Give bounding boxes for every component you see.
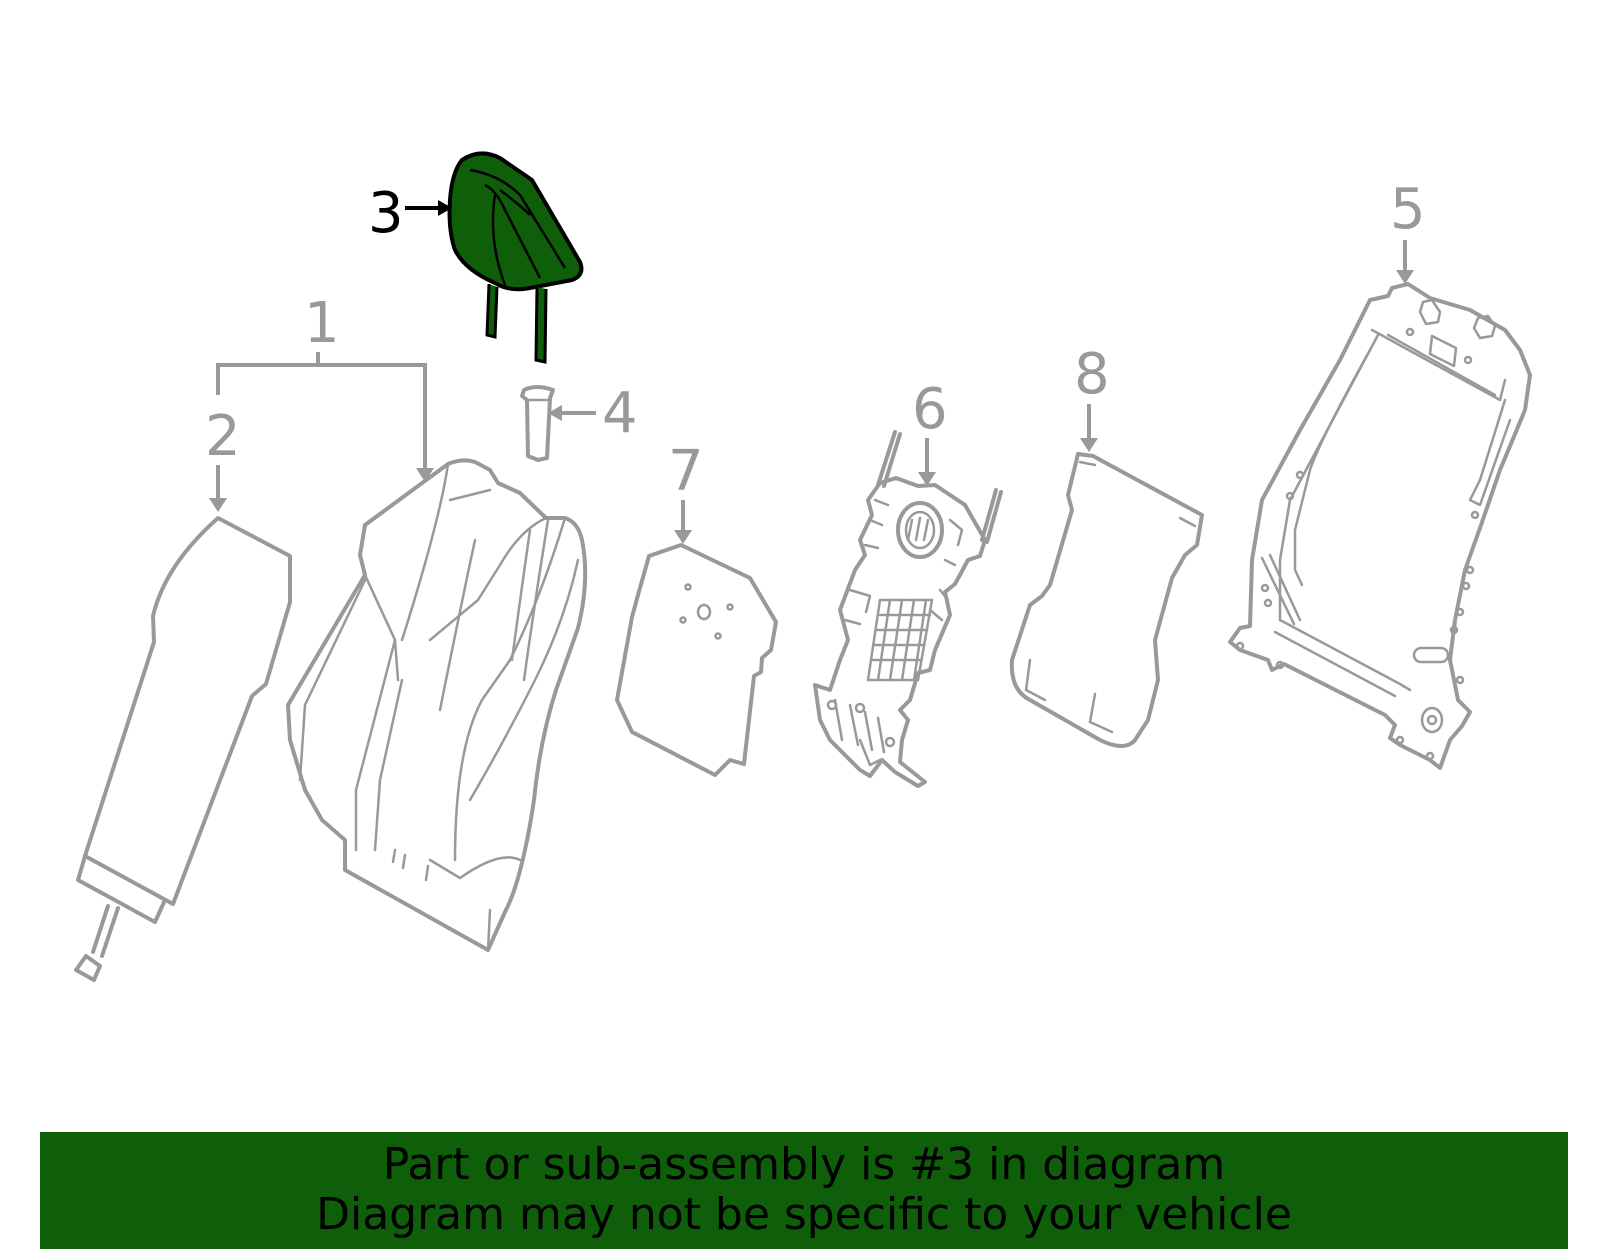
callout-4: 4 [548,381,638,446]
callout-1: 1 [216,291,434,482]
part-8-pad[interactable] [1009,452,1204,748]
part-7-back-panel[interactable] [615,543,778,777]
part-2-side-panel[interactable] [74,516,292,982]
part-5-seat-frame[interactable] [1228,282,1532,770]
callout-label-6: 6 [912,377,948,442]
part-3-headrest[interactable] [447,151,584,364]
callout-label-2: 2 [205,404,241,469]
part-6-lumbar-support[interactable] [813,430,1003,788]
callout-2: 2 [205,404,241,512]
callout-label-8: 8 [1074,342,1110,407]
part-4-guide-sleeve[interactable] [520,385,555,462]
callout-label-7: 7 [668,439,704,504]
callout-6: 6 [912,377,948,486]
callout-3: 3 [368,181,452,246]
callout-label-3: 3 [368,181,404,246]
part-1-seatback[interactable] [286,458,588,952]
callout-7: 7 [668,439,704,544]
callout-5: 5 [1390,177,1426,284]
banner-line-disclaimer: Diagram may not be specific to your vehi… [316,1189,1292,1240]
callout-label-5: 5 [1390,177,1426,242]
info-banner: Part or sub-assembly is #3 in diagram Di… [40,1132,1568,1249]
callout-8: 8 [1074,342,1110,452]
banner-line-part-number: Part or sub-assembly is #3 in diagram [382,1139,1226,1190]
callout-label-4: 4 [602,381,638,446]
callout-label-1: 1 [304,291,340,356]
